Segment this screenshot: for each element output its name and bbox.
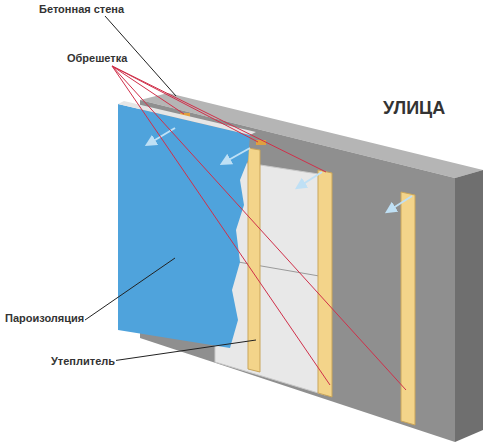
side-label: УЛИЦА: [382, 98, 446, 120]
part-label: Бетонная стена: [38, 3, 125, 16]
part-label: Обрешетка: [66, 52, 128, 65]
vapor-arrows: [150, 128, 412, 210]
part-label: Утеплитель: [50, 355, 116, 368]
vapor-barrier: [118, 104, 250, 348]
part-label: Пароизоляция: [4, 312, 85, 325]
wall-side: [455, 170, 483, 442]
batten: [401, 192, 415, 425]
batten: [318, 170, 332, 397]
batten-end: [256, 140, 266, 145]
leader-lines: [85, 16, 256, 361]
batten-leaders: [112, 66, 406, 390]
batten: [248, 148, 260, 372]
